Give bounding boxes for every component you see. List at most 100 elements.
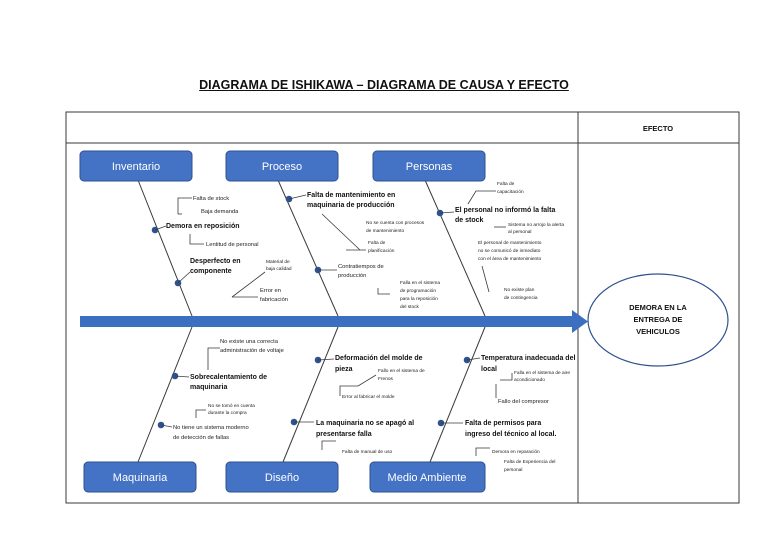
- diseno-cause-2-l1: La maquinaria no se apagó al: [316, 420, 414, 427]
- spine-arrow: [80, 316, 573, 327]
- personas-cause-1-l1: El personal no informó la falta: [455, 207, 555, 214]
- inventario-detail-2: Baja demanda: [201, 209, 239, 215]
- cause-connector: [466, 357, 481, 361]
- bone-medio-ambiente: [429, 326, 486, 463]
- personas-detail-4-l1: No existe plan: [504, 287, 535, 293]
- diseno-cause-1-l1: Deformación del molde de: [335, 355, 423, 362]
- cause-connector: [174, 375, 190, 378]
- detail-connector: [177, 197, 192, 214]
- cause-connector: [439, 211, 455, 214]
- medio-ambiente-cause-2-l1: Falta de permisos para: [465, 420, 541, 427]
- detail-connector: [207, 347, 220, 370]
- detail-connector: [339, 385, 358, 396]
- detail-connector: [195, 409, 206, 418]
- maquinaria-detail-2-l2: durante la compra: [208, 410, 247, 416]
- proceso-detail-3-l2: de programación: [400, 288, 436, 294]
- cause-connector: [160, 424, 173, 428]
- personas-cause-1-l2: de stock: [455, 217, 484, 224]
- medio-ambiente-detail-2: Fallo del compresor: [498, 399, 549, 405]
- inventario-cause-2-l1: Desperfecto en: [190, 258, 241, 265]
- bone-proceso: [277, 179, 339, 317]
- inventario-cause-2-l2: componente: [190, 268, 232, 275]
- medio-ambiente-detail-1-l1: Falla en el sistema de aire: [514, 370, 570, 376]
- proceso-detail-1-l2: de mantenimiento: [366, 228, 404, 234]
- detail-connector: [189, 234, 204, 245]
- proceso-detail-3-l1: Falla en el sistema: [400, 280, 440, 286]
- personas-detail-2-l1: Sistema no arrojo la alerta: [508, 222, 564, 228]
- maquinaria-cause-2-l2: de detección de fallas: [173, 435, 229, 441]
- category-box-personas: [372, 150, 486, 182]
- detail-connector: [475, 447, 490, 456]
- maquinaria-detail-2-l1: No se tomó en cuenta: [208, 403, 255, 409]
- category-label-maquinaria: Maquinaria: [113, 472, 168, 484]
- medio-ambiente-cause-2-l2: ingreso del técnico al local.: [465, 431, 556, 438]
- personas-detail-1-l2: capacitación: [497, 189, 524, 195]
- proceso-detail-2-l2: planificación: [368, 248, 395, 254]
- personas-detail-4-l2: de contingencia: [504, 295, 538, 301]
- cause-connector: [288, 194, 307, 200]
- diseno-detail-1-l2: Frenos: [378, 376, 394, 382]
- detail-connector: [467, 190, 496, 205]
- effect-line-1: DEMORA EN LA: [629, 303, 687, 312]
- spine-arrow-head: [572, 310, 588, 333]
- personas-detail-2-l2: al personal: [508, 229, 531, 235]
- diseno-detail-3: Falta de manual de uso: [342, 449, 392, 455]
- effect-line-3: VEHICULOS: [636, 327, 680, 336]
- bone-inventario: [137, 179, 193, 317]
- page-title: DIAGRAMA DE ISHIKAWA – DIAGRAMA DE CAUSA…: [199, 78, 569, 92]
- maquinaria-cause-2-l1: No tiene un sistema moderno: [173, 425, 249, 431]
- medio-ambiente-cause-1-l2: local: [481, 366, 497, 373]
- detail-connector: [357, 374, 377, 387]
- medio-ambiente-detail-4-l2: personal: [504, 467, 522, 473]
- detail-connector: [481, 265, 490, 293]
- diseno-detail-2: Error al fabricar el molde: [342, 394, 395, 400]
- maquinaria-cause-1-l1: Sobrecalentamiento de: [190, 374, 267, 381]
- category-box-inventario: [79, 150, 193, 182]
- diseno-cause-1-l2: pieza: [335, 366, 353, 373]
- bone-diseno: [282, 326, 339, 463]
- medio-ambiente-detail-4-l1: Falta de Experiencia del: [504, 459, 555, 465]
- category-label-diseno: Diseño: [265, 472, 299, 484]
- category-box-medio-ambiente: [369, 461, 486, 493]
- cause-connector: [317, 358, 335, 361]
- maquinaria-cause-1-l2: maquinaria: [190, 384, 227, 391]
- category-box-maquinaria: [83, 461, 197, 493]
- detail-connector: [500, 373, 513, 381]
- detail-connector: [321, 213, 361, 251]
- proceso-detail-3-l3: para la reposición: [400, 296, 438, 302]
- category-label-proceso: Proceso: [262, 161, 302, 173]
- detail-connector: [231, 271, 266, 298]
- inventario-detail-5-l2: fabricación: [260, 297, 288, 303]
- category-label-inventario: Inventario: [112, 161, 160, 173]
- maquinaria-detail-1-l1: No existe una correcta: [220, 339, 279, 345]
- proceso-cause-1-l1: Falta de mantenimiento en: [307, 192, 395, 199]
- personas-detail-1-l1: Falta de: [497, 181, 515, 187]
- bone-personas: [424, 179, 486, 317]
- inventario-detail-3: Lentitud de personal: [206, 242, 259, 248]
- personas-detail-3-l3: con el área de mantenimiento: [478, 256, 542, 262]
- maquinaria-detail-1-l2: administración de voltaje: [220, 348, 284, 354]
- proceso-cause-2-l2: producción: [338, 273, 366, 279]
- effect-header: EFECTO: [643, 124, 673, 133]
- inventario-detail-4-l2: baja calidad: [266, 266, 292, 272]
- diseno-detail-1-l1: Fallo en el sistema de: [378, 368, 425, 374]
- inventario-detail-1: Falta de stock: [193, 196, 229, 202]
- proceso-detail-3-l4: del stock: [400, 304, 420, 310]
- table-frame: [65, 111, 740, 504]
- proceso-detail-1-l1: No se cuenta con procesos: [366, 220, 425, 226]
- category-box-proceso: [225, 150, 339, 182]
- detail-connector: [377, 288, 390, 295]
- cause-connector: [177, 271, 191, 284]
- proceso-cause-1-l2: maquinaria de producción: [307, 202, 395, 209]
- personas-detail-3-l1: El personal de mantenimiento: [478, 240, 542, 246]
- diseno-cause-2-l2: presentarse falla: [316, 431, 372, 438]
- inventario-detail-5-l1: Error en: [260, 288, 281, 294]
- medio-ambiente-detail-1-l2: acondicionado: [514, 377, 545, 383]
- inventario-detail-4-l1: Material de: [266, 259, 290, 265]
- bone-maquinaria: [137, 326, 193, 463]
- inventario-cause-1: Demora en reposición: [166, 223, 240, 230]
- category-box-diseno: [225, 461, 339, 493]
- proceso-cause-2-l1: Contratiempos de: [338, 264, 384, 270]
- effect-ellipse: [587, 273, 729, 367]
